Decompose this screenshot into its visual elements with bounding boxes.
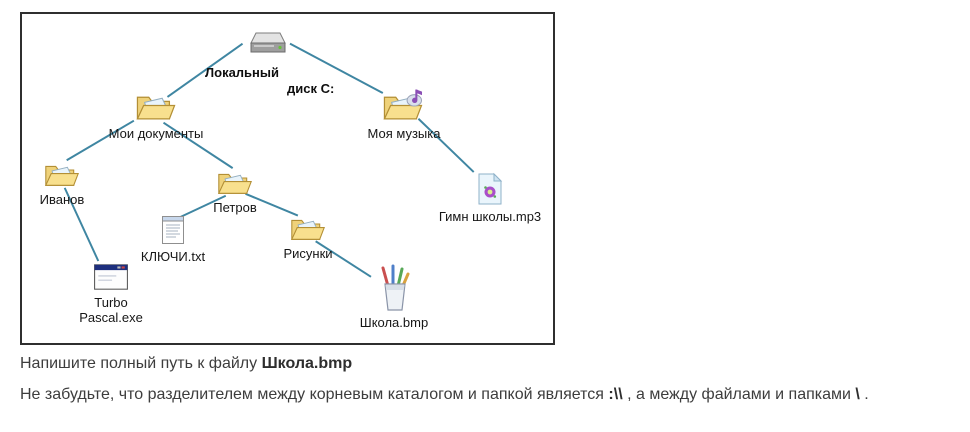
open-folder-icon: [44, 160, 80, 189]
node-label: Иванов: [39, 192, 85, 207]
node-ivanov: Иванов: [32, 160, 92, 207]
open-folder-icon: [290, 214, 326, 243]
open-folder-icon: [135, 90, 177, 123]
edge-risunki-shkola: [315, 240, 372, 278]
hint-part2: , а между файлами и папками: [622, 386, 856, 403]
node-risunki: Рисунки: [278, 214, 338, 261]
folder-separator: \: [855, 386, 860, 403]
hint-part3: .: [859, 386, 869, 403]
node-turbo-pascal: Turbo Pascal.exe: [76, 262, 146, 325]
text-file-icon: [160, 214, 186, 246]
edge-docs-ivanov: [66, 119, 135, 162]
file-tree-diagram: Локальный диск C: Мои документы: [20, 12, 555, 345]
root-separator: :\\: [608, 386, 623, 403]
hint-part1: Не забудьте, что разделителем между корн…: [20, 386, 609, 403]
question-prefix: Напишите полный путь к файлу: [20, 355, 262, 372]
node-label-line1: Turbo: [94, 295, 128, 310]
node-disk-c: [249, 30, 287, 56]
edge-disk-docs: [166, 42, 244, 98]
application-window-icon: [93, 262, 129, 292]
node-my-documents: Мои документы: [104, 90, 208, 141]
question-filename: Школа.bmp: [261, 355, 353, 372]
disk-label-line1: Локальный: [205, 65, 279, 80]
node-petrov: Петров: [205, 168, 265, 215]
paint-cup-icon: [376, 264, 412, 312]
node-label: Петров: [213, 200, 257, 215]
node-shkola-bmp: Школа.bmp: [354, 264, 434, 330]
edge-ivanov-turbo: [63, 187, 100, 262]
tree-edges: [63, 42, 475, 278]
node-label: Рисунки: [283, 246, 333, 261]
edge-music-gimn: [417, 118, 475, 173]
disk-label-line2: диск C:: [287, 81, 335, 96]
hard-disk-icon: [249, 30, 287, 56]
node-label: КЛЮЧИ.txt: [140, 249, 206, 264]
node-gimn-mp3: Гимн школы.mp3: [435, 172, 545, 224]
node-label-line2: Pascal.exe: [79, 310, 143, 325]
open-folder-icon: [217, 168, 253, 197]
node-kluchi-txt: КЛЮЧИ.txt: [133, 214, 213, 264]
node-label: Школа.bmp: [359, 315, 429, 330]
edge-docs-petrov: [162, 121, 234, 169]
node-label: Гимн школы.mp3: [438, 209, 542, 224]
question-line-2: Не забудьте, что разделителем между корн…: [20, 386, 869, 404]
edge-petrov-risunki: [245, 192, 299, 217]
mp3-file-icon: [476, 172, 504, 206]
question-line-1: Напишите полный путь к файлу Школа.bmp: [20, 355, 352, 373]
edge-petrov-kluchi: [178, 194, 227, 219]
node-my-music: Моя музыка: [349, 88, 459, 141]
node-label: Моя музыка: [367, 126, 441, 141]
edge-disk-music: [289, 42, 384, 94]
music-folder-icon: [382, 88, 426, 123]
node-label: Мои документы: [108, 126, 204, 141]
